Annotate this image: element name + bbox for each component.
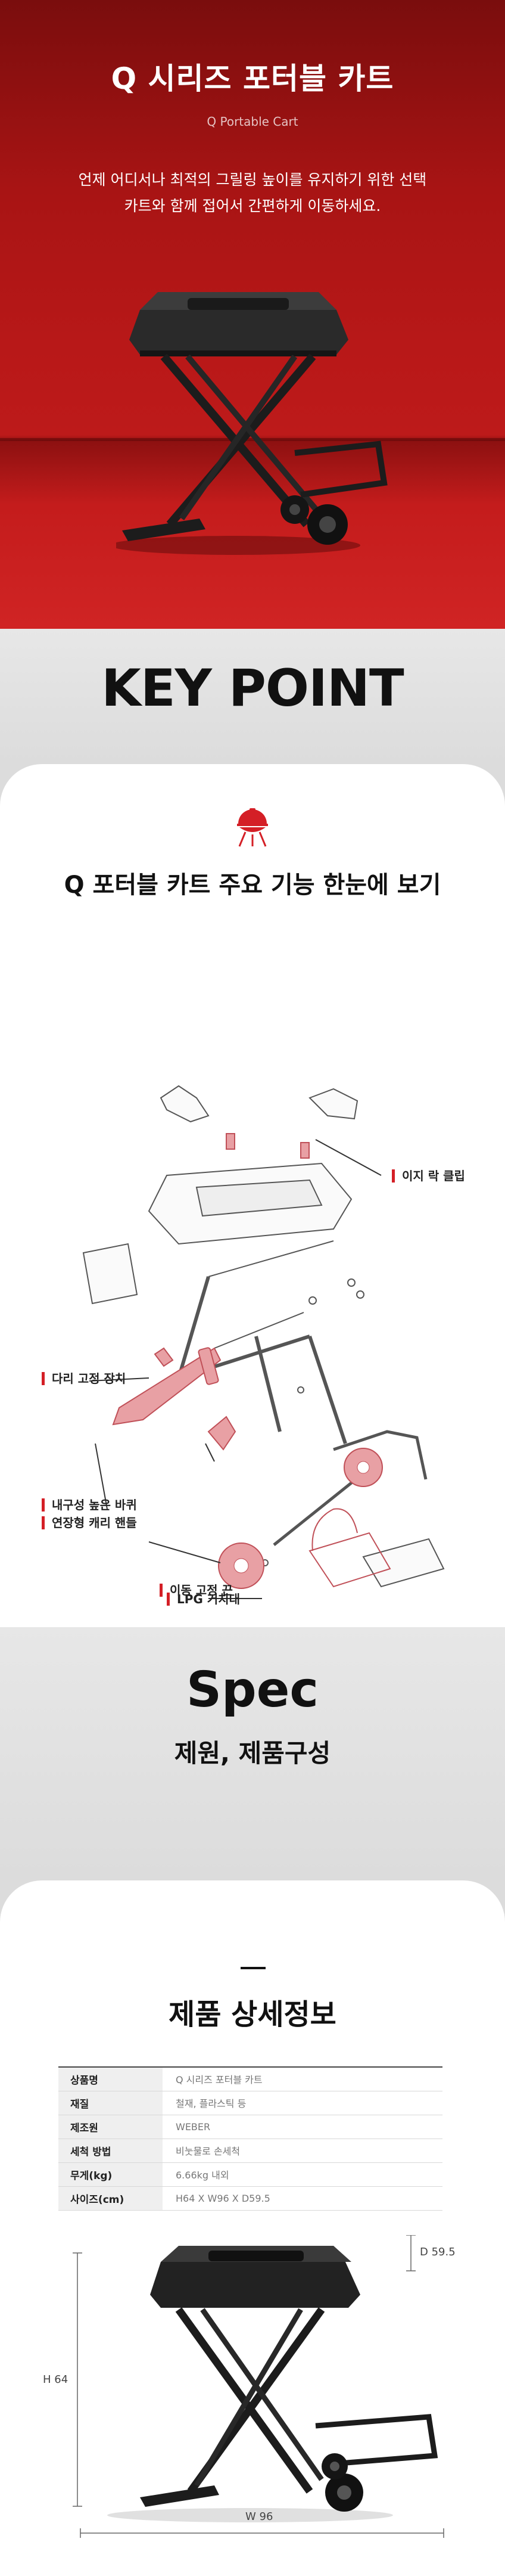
spec-section: 제품 상세정보 상품명 Q 시리즈 포터블 카트 재질 철재, 플라스틱 등 제… (0, 1880, 505, 2576)
spec-value: H64 X W96 X D59.5 (176, 2192, 270, 2204)
spec-label: 사이즈(cm) (58, 2186, 163, 2210)
table-row: 무게(kg) 6.66kg 내외 (58, 2162, 442, 2186)
hero-description-line-2: 카트와 함께 접어서 간편하게 이동하세요. (124, 197, 381, 215)
spec-card: 제품 상세정보 상품명 Q 시리즈 포터블 카트 재질 철재, 플라스틱 등 제… (0, 1880, 505, 2576)
spec-value: 6.66kg 내외 (176, 2170, 229, 2181)
callout-lpg-holder: LPG 거치대 (167, 1593, 240, 1606)
callout-durable-wheels: 내구성 높은 바퀴 (42, 1498, 137, 1512)
callout-easy-lock-clip: 이지 락 클립 (392, 1169, 465, 1183)
hero-title: Q 시리즈 포터블 카트 (111, 61, 394, 96)
spec-label: 세척 방법 (58, 2139, 163, 2162)
spec-label: 제조원 (58, 2115, 163, 2139)
key-point-title: KEY POINT (101, 659, 404, 718)
spec-banner: Spec 제원, 제품구성 (0, 1627, 505, 1880)
spec-label: 재질 (58, 2091, 163, 2115)
spec-value: 철재, 플라스틱 등 (176, 2098, 247, 2109)
exploded-view-drawing (82, 1085, 445, 1615)
table-row: 재질 철재, 플라스틱 등 (58, 2091, 442, 2115)
heading-dash (241, 1967, 266, 1969)
spec-value: WEBER (176, 2121, 211, 2133)
callout-leg-lock: 다리 고정 장치 (42, 1372, 126, 1385)
key-point-card: Q 포터블 카트 주요 기능 한눈에 보기 (0, 764, 505, 1627)
spec-value: 비눗물로 손세척 (176, 2146, 241, 2157)
table-row: 상품명 Q 시리즈 포터블 카트 (58, 2067, 442, 2091)
callout-extended-carry-handle: 연장형 캐리 핸들 (42, 1516, 137, 1529)
spec-title: Spec (186, 1662, 319, 1718)
key-point-banner: KEY POINT (0, 629, 505, 764)
weber-kettle-logo-icon (237, 808, 268, 847)
spec-heading: 제품 상세정보 (169, 1998, 336, 2031)
hero-floor (0, 438, 505, 629)
table-row: 사이즈(cm) H64 X W96 X D59.5 (58, 2186, 442, 2210)
table-row: 제조원 WEBER (58, 2115, 442, 2139)
spec-table: 상품명 Q 시리즈 포터블 카트 재질 철재, 플라스틱 등 제조원 WEBER… (58, 2066, 442, 2211)
table-row: 세척 방법 비눗물로 손세척 (58, 2139, 442, 2162)
dimension-depth-label: D 59.5 (420, 2246, 456, 2258)
exploded-view-diagram: 이지 락 클립 다리 고정 장치 연장형 캐리 핸들 이동 고정 끈 내구성 높… (0, 919, 505, 1615)
spec-label: 상품명 (58, 2067, 163, 2091)
key-point-heading: Q 포터블 카트 주요 기능 한눈에 보기 (64, 871, 441, 899)
callout-transport-strap: 이동 고정 끈 (160, 1584, 233, 1597)
cart-product-image (116, 292, 388, 555)
spec-subtitle: 제원, 제품구성 (174, 1739, 331, 1768)
hero-description: 언제 어디서나 최적의 그릴링 높이를 유지하기 위한 선택 카트와 함께 접어… (0, 167, 505, 219)
key-point-section: Q 포터블 카트 주요 기능 한눈에 보기 (0, 764, 505, 1627)
dimension-height-label: H 64 (43, 2373, 68, 2386)
hero-section: Q 시리즈 포터블 카트 Q Portable Cart 언제 어디서나 최적의… (0, 0, 505, 629)
cart-dimension-image (73, 2234, 444, 2538)
spec-label: 무게(kg) (58, 2162, 163, 2186)
dimension-width-label: W 96 (245, 2510, 273, 2523)
spec-value: Q 시리즈 포터블 카트 (176, 2074, 263, 2086)
dimension-drawing: H 64 W 96 D 59.5 (0, 2234, 505, 2551)
hero-subtitle: Q Portable Cart (207, 114, 298, 129)
hero-description-line-1: 언제 어디서나 최적의 그릴링 높이를 유지하기 위한 선택 (78, 171, 427, 188)
